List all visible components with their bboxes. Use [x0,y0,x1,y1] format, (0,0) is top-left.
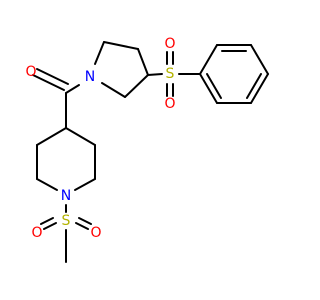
bond-phenyl-6 [199,73,218,104]
bond-phenyl-1 [199,44,218,75]
atom-o-methylsulfonyl-right: O [90,225,101,241]
bond-phenyl-4 [250,73,269,104]
bond-pyrrolidine-c4-c5 [124,74,149,98]
atom-labels: O N S O O N S O O [25,36,175,241]
bond-sulfur-o-left-1 [43,222,57,230]
atom-o-sulfonyl-top: O [164,36,175,52]
bonds [32,41,269,263]
atom-o-sulfonyl-bottom: O [164,96,175,112]
bond-piperidine-c2-n [74,178,96,191]
atom-o-carbonyl: O [25,64,36,80]
atom-n-pyrrolidine: N [85,69,95,85]
bond-pyrrolidine-c3-c4 [137,48,149,76]
bond-pyrrolidine-n-c2 [94,41,105,65]
bond-sulfur-o-right-1 [75,222,89,230]
bond-sulfur-o-left-2 [40,217,54,225]
atom-n-piperidine: N [61,188,71,204]
bond-phenyl-3 [250,44,269,75]
bond-carbonyl-double-2 [36,68,69,85]
bond-carbonyl-to-n-pyrrolidine [65,84,80,94]
bond-sulfur-o-right-2 [78,217,92,225]
atom-s-phenylsulfonyl: S [166,66,175,82]
bond-phenyl-inner-3 [206,73,222,99]
atom-s-methylsulfonyl: S [62,213,71,229]
bond-pyrrolidine-c5-n [101,82,126,98]
bond-phenyl-inner-2 [246,73,262,99]
molecule-structure: O N S O O N S O O [25,36,269,263]
bond-piperidine-c4-c3 [65,127,96,146]
bond-c4-to-sulfur [147,73,163,76]
bond-pyrrolidine-c2-c3 [103,41,139,50]
bond-carbonyl-double-1 [32,74,65,91]
bond-piperidine-c5-c4 [36,127,67,146]
bond-piperidine-n-c6 [36,178,58,191]
atom-o-methylsulfonyl-left: O [31,225,42,241]
